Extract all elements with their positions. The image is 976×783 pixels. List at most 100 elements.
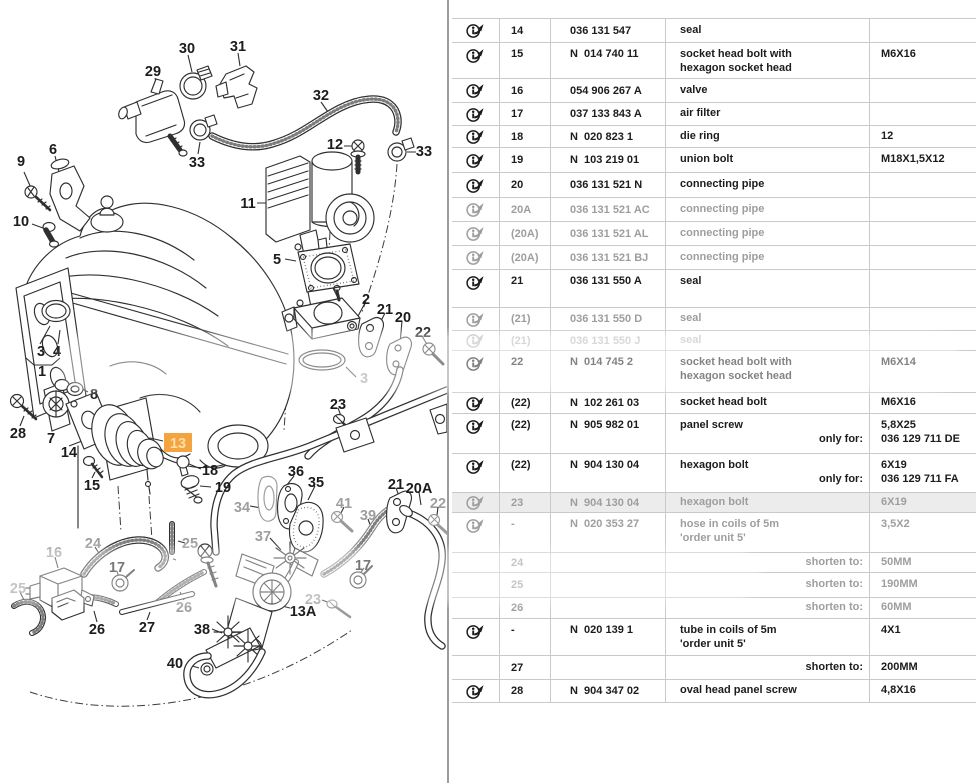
diagram-callout-34[interactable]: 34 [234, 500, 250, 516]
info-arrow-icon[interactable] [466, 177, 485, 194]
diagram-callout-26[interactable]: 26 [176, 600, 192, 616]
info-icon-cell[interactable] [452, 222, 499, 245]
diagram-callout-33[interactable]: 33 [189, 155, 205, 171]
diagram-callout-37[interactable]: 37 [255, 529, 271, 545]
info-icon-cell[interactable] [452, 126, 499, 147]
info-icon-cell[interactable] [452, 454, 499, 492]
part-row[interactable]: 26 shorten to: 60MM [452, 598, 976, 619]
info-icon-cell[interactable] [452, 656, 499, 679]
diagram-callout-10[interactable]: 10 [13, 214, 29, 230]
part-row[interactable]: (22) N 102 261 03 socket head bolt M6X16 [452, 393, 976, 414]
info-arrow-icon[interactable] [466, 332, 485, 349]
diagram-callout-12[interactable]: 12 [327, 137, 343, 153]
diagram-callout-39[interactable]: 39 [360, 508, 376, 524]
diagram-callout-6[interactable]: 6 [49, 142, 57, 158]
info-icon-cell[interactable] [452, 308, 499, 330]
diagram-callout-30[interactable]: 30 [179, 41, 195, 57]
diagram-callout-32[interactable]: 32 [313, 88, 329, 104]
diagram-callout-40[interactable]: 40 [167, 656, 183, 672]
part-row[interactable]: 16 054 906 267 A valve [452, 79, 976, 103]
info-icon-cell[interactable] [452, 198, 499, 221]
info-arrow-icon[interactable] [466, 47, 485, 64]
diagram-callout-22[interactable]: 22 [430, 496, 446, 512]
info-icon-cell[interactable] [452, 173, 499, 197]
diagram-callout-5[interactable]: 5 [273, 252, 281, 268]
diagram-callout-16[interactable]: 16 [46, 545, 62, 561]
part-row[interactable]: 17 037 133 843 A air filter [452, 103, 976, 126]
info-arrow-icon[interactable] [466, 494, 485, 511]
info-icon-cell[interactable] [452, 598, 499, 618]
diagram-callout-13A[interactable]: 13A [290, 604, 317, 620]
diagram-callout-26[interactable]: 26 [89, 622, 105, 638]
diagram-callout-9[interactable]: 9 [17, 154, 25, 170]
diagram-callout-19[interactable]: 19 [215, 480, 231, 496]
diagram-callout-18[interactable]: 18 [202, 463, 218, 479]
part-row[interactable]: 19 N 103 219 01 union bolt M18X1,5X12 [452, 148, 976, 173]
diagram-callout-20A[interactable]: 20A [406, 481, 433, 497]
diagram-callout-20[interactable]: 20 [395, 310, 411, 326]
info-arrow-icon[interactable] [466, 22, 485, 39]
part-row[interactable]: 25 shorten to: 190MM [452, 573, 976, 598]
diagram-callout-41[interactable]: 41 [336, 496, 352, 512]
diagram-callout-38[interactable]: 38 [194, 622, 210, 638]
part-row[interactable]: 18 N 020 823 1 die ring 12 [452, 126, 976, 148]
diagram-callout-25[interactable]: 25 [10, 581, 26, 597]
info-arrow-icon[interactable] [466, 395, 485, 412]
info-arrow-icon[interactable] [466, 418, 485, 435]
info-icon-cell[interactable] [452, 103, 499, 125]
diagram-callout-highlight[interactable] [164, 433, 192, 452]
info-icon-cell[interactable] [452, 513, 499, 552]
diagram-callout-21[interactable]: 21 [388, 477, 404, 493]
diagram-callout-24[interactable]: 24 [85, 536, 101, 552]
info-icon-cell[interactable] [452, 393, 499, 413]
diagram-callout-29[interactable]: 29 [145, 64, 161, 80]
info-arrow-icon[interactable] [466, 201, 485, 218]
info-arrow-icon[interactable] [466, 106, 485, 123]
part-row[interactable]: 28 N 904 347 02 oval head panel screw 4,… [452, 680, 976, 703]
part-row[interactable]: 14 036 131 547 seal [452, 19, 976, 43]
part-row[interactable]: 24 shorten to: 50MM [452, 553, 976, 573]
diagram-callout-4[interactable]: 4 [53, 344, 61, 360]
info-arrow-icon[interactable] [466, 152, 485, 169]
info-icon-cell[interactable] [452, 493, 499, 512]
diagram-callout-23[interactable]: 23 [305, 592, 321, 608]
diagram-callout-33[interactable]: 33 [416, 144, 432, 160]
info-icon-cell[interactable] [452, 573, 499, 597]
part-row[interactable]: 27 shorten to: 200MM [452, 656, 976, 680]
diagram-callout-15[interactable]: 15 [84, 478, 100, 494]
info-arrow-icon[interactable] [466, 225, 485, 242]
part-row[interactable]: (21) 036 131 550 D seal [452, 308, 976, 331]
diagram-callout-8[interactable]: 8 [90, 387, 98, 403]
part-row[interactable]: 21 036 131 550 A seal [452, 270, 976, 308]
part-row[interactable]: 23 N 904 130 04 hexagon bolt 6X19 [452, 493, 976, 513]
diagram-callout-31[interactable]: 31 [230, 39, 246, 55]
diagram-callout-36[interactable]: 36 [288, 464, 304, 480]
info-arrow-icon[interactable] [466, 623, 485, 640]
diagram-callout-7[interactable]: 7 [47, 431, 55, 447]
info-arrow-icon[interactable] [466, 82, 485, 99]
part-row[interactable]: 20 036 131 521 N connecting pipe [452, 173, 976, 198]
info-icon-cell[interactable] [452, 351, 499, 392]
info-icon-cell[interactable] [452, 414, 499, 453]
diagram-callout-28[interactable]: 28 [10, 426, 26, 442]
diagram-callout-2[interactable]: 2 [362, 292, 370, 308]
diagram-callout-27[interactable]: 27 [139, 620, 155, 636]
diagram-callout-35[interactable]: 35 [308, 475, 324, 491]
info-icon-cell[interactable] [452, 331, 499, 350]
diagram-callout-23[interactable]: 23 [330, 397, 346, 413]
diagram-callout-17[interactable]: 17 [109, 560, 125, 576]
info-arrow-icon[interactable] [466, 311, 485, 328]
diagram-callout-17[interactable]: 17 [355, 558, 371, 574]
part-row[interactable]: (20A) 036 131 521 AL connecting pipe [452, 222, 976, 246]
info-arrow-icon[interactable] [466, 683, 485, 700]
info-icon-cell[interactable] [452, 680, 499, 702]
diagram-callout-1[interactable]: 1 [38, 364, 46, 380]
info-arrow-icon[interactable] [466, 355, 485, 372]
info-icon-cell[interactable] [452, 43, 499, 78]
diagram-callout-14[interactable]: 14 [61, 445, 77, 461]
diagram-callout-22[interactable]: 22 [415, 325, 431, 341]
info-icon-cell[interactable] [452, 619, 499, 655]
diagram-callout-13[interactable]: 13 [170, 436, 186, 452]
